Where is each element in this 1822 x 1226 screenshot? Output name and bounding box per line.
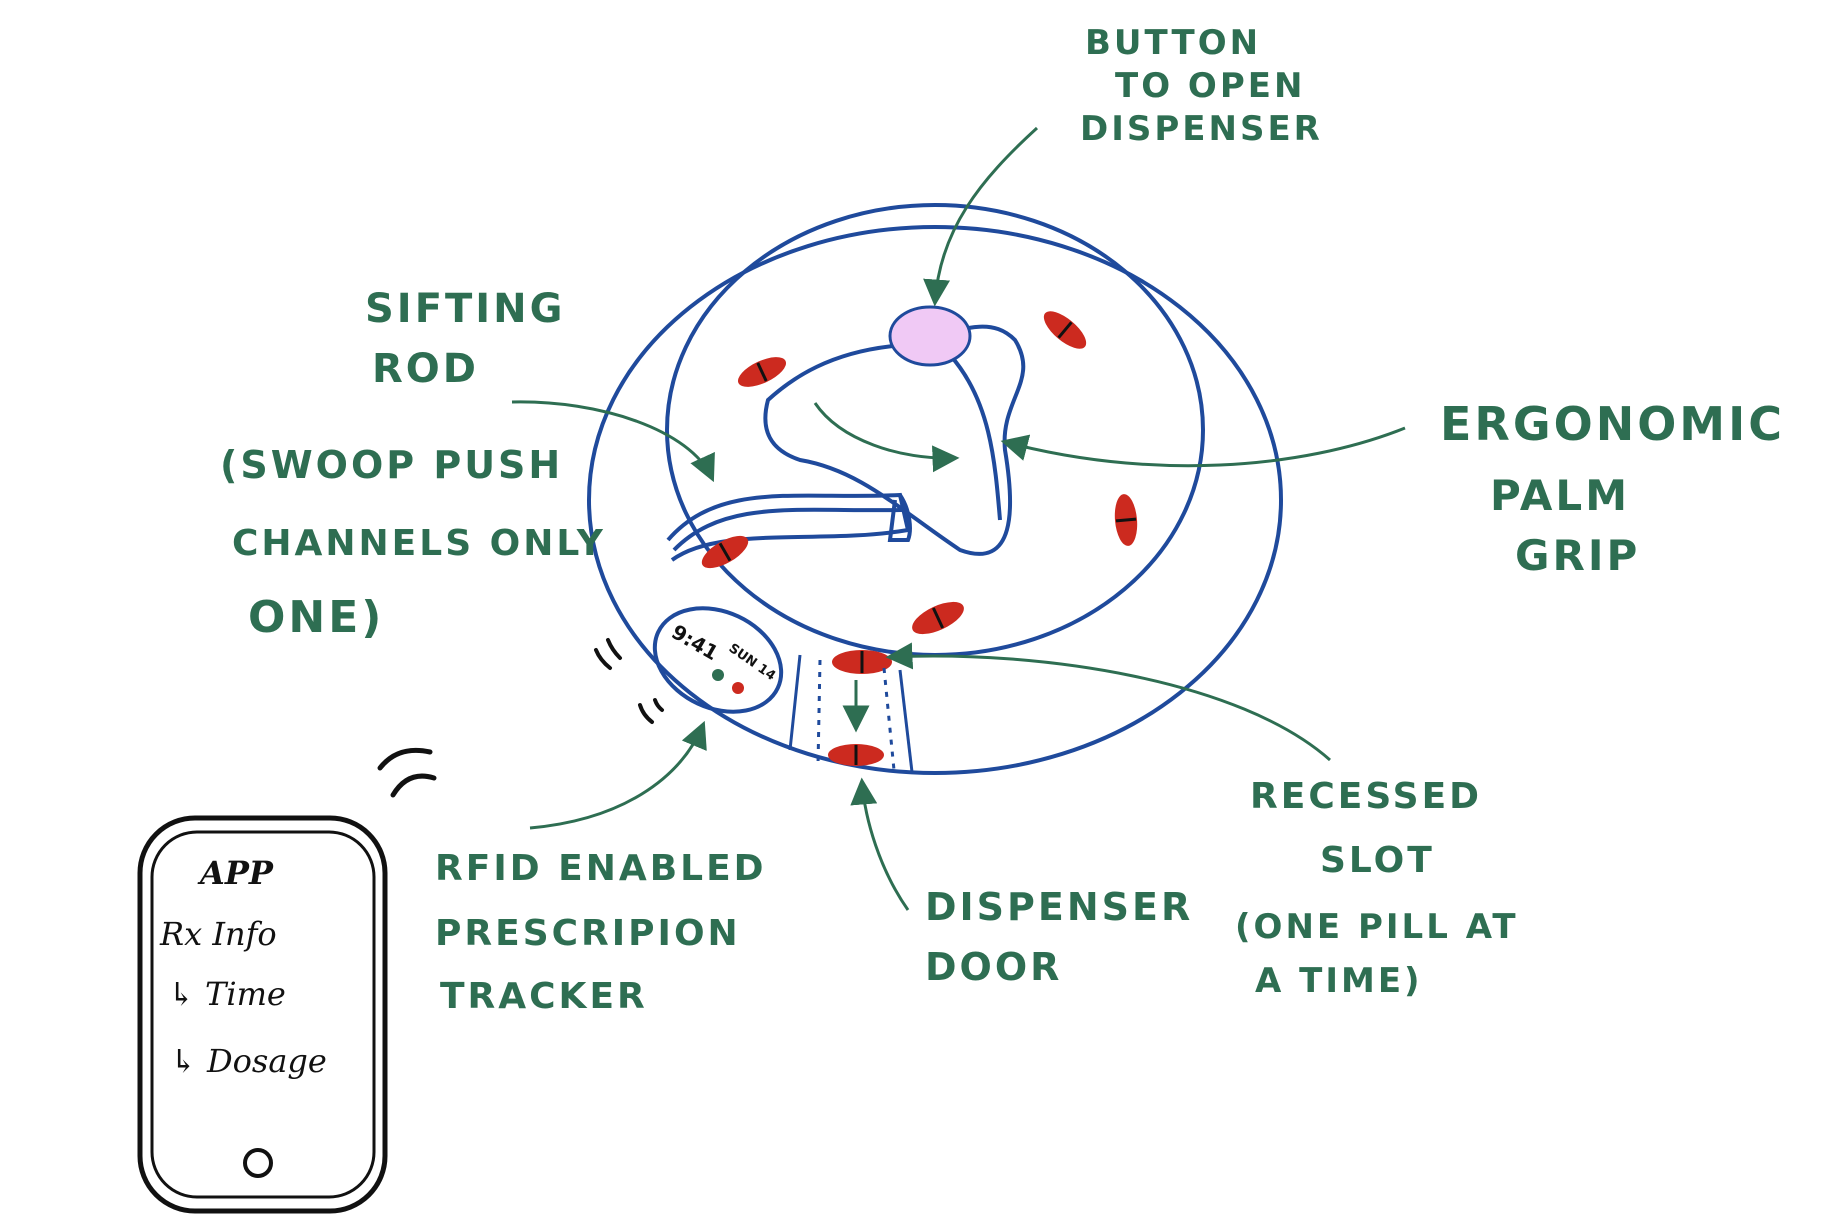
label-button-2: TO OPEN [1115,66,1305,106]
arrow-sifting-rod [511,400,715,483]
pill [912,601,964,635]
phone-rx-info: Rx Info [159,915,277,953]
label-sifting-2: ROD [372,346,479,392]
pill [832,650,892,674]
status-dot-green [712,669,724,681]
arrow-grip-inner [813,402,960,473]
pill [1043,311,1087,349]
wireless-signal-icon [377,747,437,798]
pill [828,744,884,766]
phone-home-button[interactable] [243,1148,273,1178]
annotation-arrows [511,126,1406,911]
label-door-2: DOOR [925,945,1062,989]
label-button-1: BUTTON [1085,23,1261,63]
label-ergonomic-2: PALM [1490,471,1630,520]
labels: BUTTON TO OPEN DISPENSER SIFTING ROD (SW… [220,23,1785,1017]
label-rfid-1: RFID ENABLED [435,848,767,889]
label-slot-3: (ONE PILL AT [1235,907,1519,947]
pill [701,535,749,569]
phone-time: ↳ Time [168,975,286,1013]
dispenser-door[interactable] [788,654,914,773]
arrow-door [850,777,910,911]
display-time: 9:41 [668,620,723,666]
label-rfid-2: PRESCRIPION [435,913,741,954]
open-dispenser-button[interactable] [888,305,972,367]
label-button-3: DISPENSER [1080,109,1323,149]
phone[interactable]: APP Rx Info ↳ Time ↳ Dosage [137,815,388,1214]
label-slot-4: A TIME) [1255,961,1423,1001]
arrow-slot [885,642,1331,762]
arrow-button [923,126,1039,307]
pill [1114,494,1138,546]
label-swoop-2: CHANNELS ONLY [232,523,606,564]
label-slot-1: RECESSED [1250,776,1482,817]
phone-screen [150,830,376,1199]
pill [737,357,787,387]
outer-rim [587,225,1283,775]
phone-app-title: APP [197,854,274,892]
arrow-rfid [529,720,707,830]
label-ergonomic-1: ERGONOMIC [1440,397,1785,451]
vibration-marks [594,638,664,724]
label-ergonomic-3: GRIP [1515,531,1640,580]
label-door-1: DISPENSER [925,885,1193,929]
label-swoop-1: (SWOOP PUSH [220,443,563,487]
phone-dosage: ↳ Dosage [170,1042,327,1080]
label-rfid-3: TRACKER [440,976,648,1017]
display-day: SUN 14 [726,641,778,684]
label-swoop-3: ONE) [248,592,384,643]
status-dot-red [732,682,744,694]
sifting-rod [666,492,912,562]
palm-grip [763,324,1026,556]
label-slot-2: SLOT [1320,840,1435,881]
phone-outer-frame [137,815,388,1214]
pills [701,311,1138,766]
arrow-ergonomic [1000,426,1406,468]
label-sifting-1: SIFTING [365,286,566,332]
